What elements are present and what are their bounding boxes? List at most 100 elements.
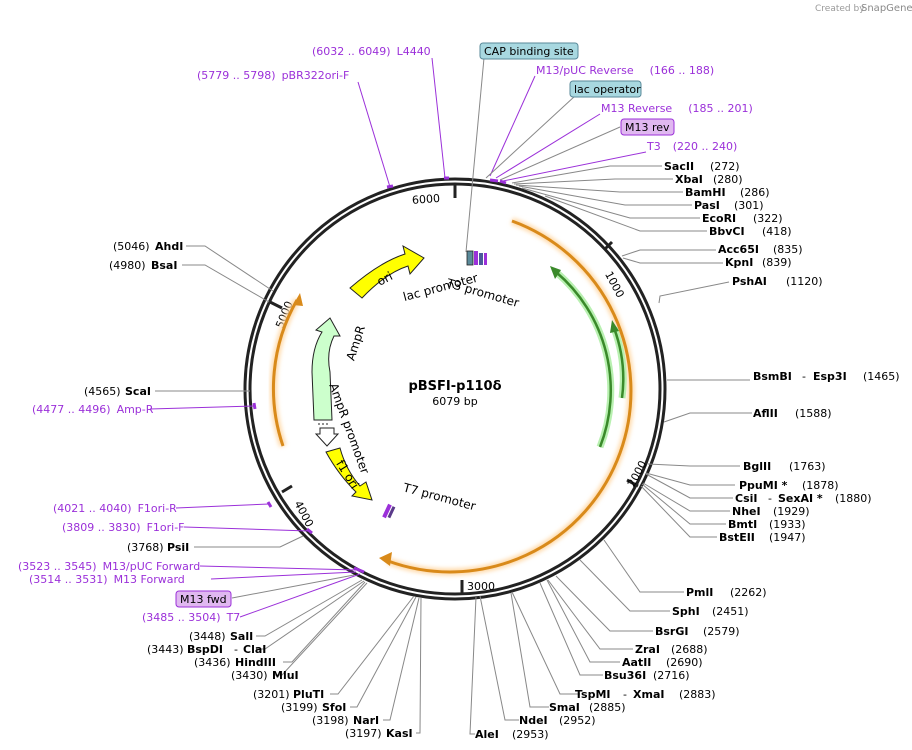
orf-arc-left — [270, 293, 303, 448]
site-ahdi[interactable]: (5046)AhdI — [113, 240, 183, 253]
map-length: 6079 bp — [432, 395, 477, 408]
svg-text:-: - — [768, 492, 772, 505]
svg-text:XbaI: XbaI — [675, 173, 703, 186]
site-zrai[interactable]: ZraI(2688) — [635, 643, 708, 656]
map-title: pBSFI-p110δ — [408, 379, 501, 394]
svg-text:AhdI: AhdI — [155, 240, 183, 253]
site-sfoi[interactable]: (3199)SfoI — [281, 701, 346, 714]
site-aflii[interactable]: AflII(1588) — [753, 407, 832, 420]
site-psii[interactable]: (3768)PsiI — [127, 541, 189, 554]
site-ndei[interactable]: NdeI(2952) — [519, 714, 596, 727]
site-aatii[interactable]: AatII(2690) — [622, 656, 703, 669]
site-alei[interactable]: AleI(2953) — [475, 728, 549, 741]
ampr-arrow[interactable] — [311, 317, 341, 421]
site-smai[interactable]: SmaI (2885) — [549, 701, 626, 714]
site-pmli[interactable]: PmlI(2262) — [686, 586, 767, 599]
svg-text:BspDI: BspDI — [187, 643, 223, 656]
svg-text:(3436): (3436) — [194, 656, 231, 669]
svg-text:(418): (418) — [762, 225, 792, 238]
site-scai[interactable]: (4565)ScaI — [84, 385, 151, 398]
tick-label-6000: 6000 — [412, 192, 441, 207]
site-bsmbi[interactable]: BsmBI-Esp3I(1465) — [753, 370, 900, 383]
svg-text:ZraI: ZraI — [635, 643, 660, 656]
svg-text:(2885): (2885) — [589, 701, 626, 714]
site-pshai[interactable]: PshAI(1120) — [732, 275, 823, 288]
site-bsai[interactable]: (4980)BsaI — [109, 259, 177, 272]
site-sacii[interactable]: SacII(272) — [664, 160, 740, 173]
svg-text:NheI: NheI — [732, 505, 761, 518]
svg-text:(1763): (1763) — [789, 460, 826, 473]
site-xbai[interactable]: XbaI(280) — [675, 173, 743, 186]
site-bbvci[interactable]: BbvCI(418) — [709, 225, 792, 238]
site-sphi[interactable]: SphI(2451) — [672, 605, 749, 618]
m13-fwd-box[interactable]: M13 fwd — [175, 590, 232, 608]
tick-marks — [269, 184, 639, 594]
site-acc65i[interactable]: Acc65I(835) — [718, 243, 803, 256]
svg-text:XmaI: XmaI — [633, 688, 664, 701]
site-kpni[interactable]: KpnI(839) — [725, 256, 792, 269]
site-bamhi[interactable]: BamHI(286) — [685, 186, 770, 199]
svg-text:PasI: PasI — [694, 199, 720, 212]
f1-ori-arrow[interactable] — [325, 447, 373, 501]
amp-r-primer-label: (4477 .. 4496)Amp-R — [32, 403, 154, 416]
svg-text:PsiI: PsiI — [167, 541, 189, 554]
svg-text:(286): (286) — [740, 186, 770, 199]
ampr-label: AmpR — [343, 324, 367, 362]
svg-text:(3768): (3768) — [127, 541, 164, 554]
l4440-label: (6032 .. 6049)L4440 — [312, 45, 431, 58]
svg-text:-: - — [623, 688, 627, 701]
svg-text:Esp3I: Esp3I — [813, 370, 847, 383]
m13puc-rev-leader — [489, 75, 536, 177]
svg-text:(3430): (3430) — [231, 669, 268, 682]
site-pasi[interactable]: PasI(301) — [694, 199, 764, 212]
m13-rev-box[interactable]: M13 rev — [620, 118, 675, 136]
svg-text:EcoRI: EcoRI — [702, 212, 736, 225]
lac-operator-box[interactable]: lac operator — [569, 80, 642, 98]
site-nhei[interactable]: NheI(1929) — [732, 505, 810, 518]
site-sali[interactable]: (3448)SalI — [189, 630, 253, 643]
svg-text:BsmBI: BsmBI — [753, 370, 792, 383]
svg-text:(1947): (1947) — [769, 531, 806, 544]
ori-arrow[interactable] — [349, 244, 425, 299]
site-nari[interactable]: (3198) NarI — [312, 714, 379, 727]
t7-promoter-marker — [382, 503, 396, 519]
site-pluti[interactable]: (3201)PluTI — [253, 688, 324, 701]
svg-text:AleI: AleI — [475, 728, 499, 741]
svg-text:SfoI: SfoI — [322, 701, 346, 714]
svg-text:TspMI: TspMI — [575, 688, 611, 701]
m13rev-leader — [499, 126, 621, 181]
svg-text:lac operator: lac operator — [574, 83, 641, 96]
backbone-outer — [243, 177, 667, 601]
svg-text:(2451): (2451) — [712, 605, 749, 618]
site-ppumi[interactable]: PpuMI *(1878) — [739, 479, 839, 492]
cap-binding-site-box[interactable]: CAP binding site — [479, 42, 579, 60]
svg-text:(272): (272) — [710, 160, 740, 173]
site-hindiii[interactable]: (3436)HindIII — [194, 656, 276, 669]
site-mlui[interactable]: (3430)MluI — [231, 669, 299, 682]
site-bspdi[interactable]: (3443)BspDI-ClaI — [147, 643, 266, 656]
site-bsteii[interactable]: BstEII(1947) — [719, 531, 806, 544]
svg-text:(2716): (2716) — [653, 669, 690, 682]
svg-text:PmlI: PmlI — [686, 586, 713, 599]
svg-text:BsrGI: BsrGI — [655, 625, 688, 638]
site-bglii[interactable]: BglII (1763) — [743, 460, 826, 473]
svg-text:(3198): (3198) — [312, 714, 349, 727]
svg-text:CAP binding site: CAP binding site — [484, 45, 574, 58]
svg-text:NarI: NarI — [353, 714, 379, 727]
site-ecori[interactable]: EcoRI(322) — [702, 212, 783, 225]
site-bmti[interactable]: BmtI(1933) — [728, 518, 806, 531]
svg-text:SmaI: SmaI — [549, 701, 580, 714]
f1ori-r-primer-label: (4021 .. 4040)F1ori-R — [53, 502, 177, 515]
site-csii[interactable]: CsiI-SexAI *(1880) — [735, 492, 872, 505]
site-tspmi[interactable]: TspMI-XmaI (2883) — [575, 688, 716, 701]
svg-text:BglII: BglII — [743, 460, 771, 473]
svg-text:(1878): (1878) — [802, 479, 839, 492]
site-kasi[interactable]: (3197)KasI — [345, 727, 413, 740]
site-bsu36i[interactable]: Bsu36I(2716) — [604, 669, 690, 682]
t3-leader — [502, 151, 647, 182]
svg-text:ScaI: ScaI — [125, 385, 151, 398]
svg-text:(1933): (1933) — [769, 518, 806, 531]
svg-text:(2883): (2883) — [679, 688, 716, 701]
svg-text:M13 fwd: M13 fwd — [180, 593, 227, 606]
site-bsrgi[interactable]: BsrGI(2579) — [655, 625, 740, 638]
